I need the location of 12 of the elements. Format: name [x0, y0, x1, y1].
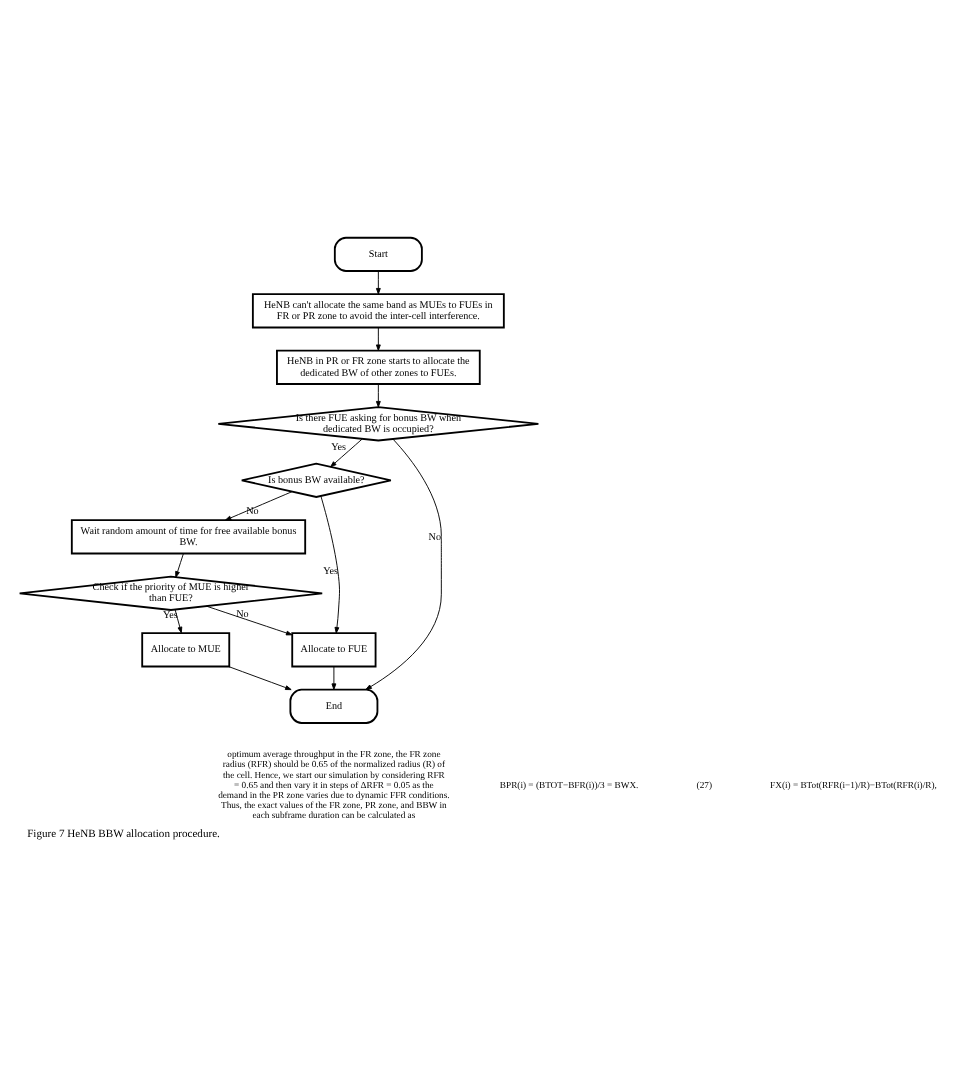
arrow: [228, 666, 292, 691]
arrow: [320, 495, 340, 634]
arrow: [330, 438, 363, 468]
arrow: [331, 666, 337, 690]
arrow: [174, 609, 183, 634]
arrow: [375, 327, 381, 351]
arrow: [205, 605, 293, 636]
arrow: [365, 438, 442, 690]
arrow: [175, 553, 184, 578]
arrow: [375, 383, 381, 408]
arrow: [375, 270, 381, 295]
arrow: [224, 491, 293, 521]
